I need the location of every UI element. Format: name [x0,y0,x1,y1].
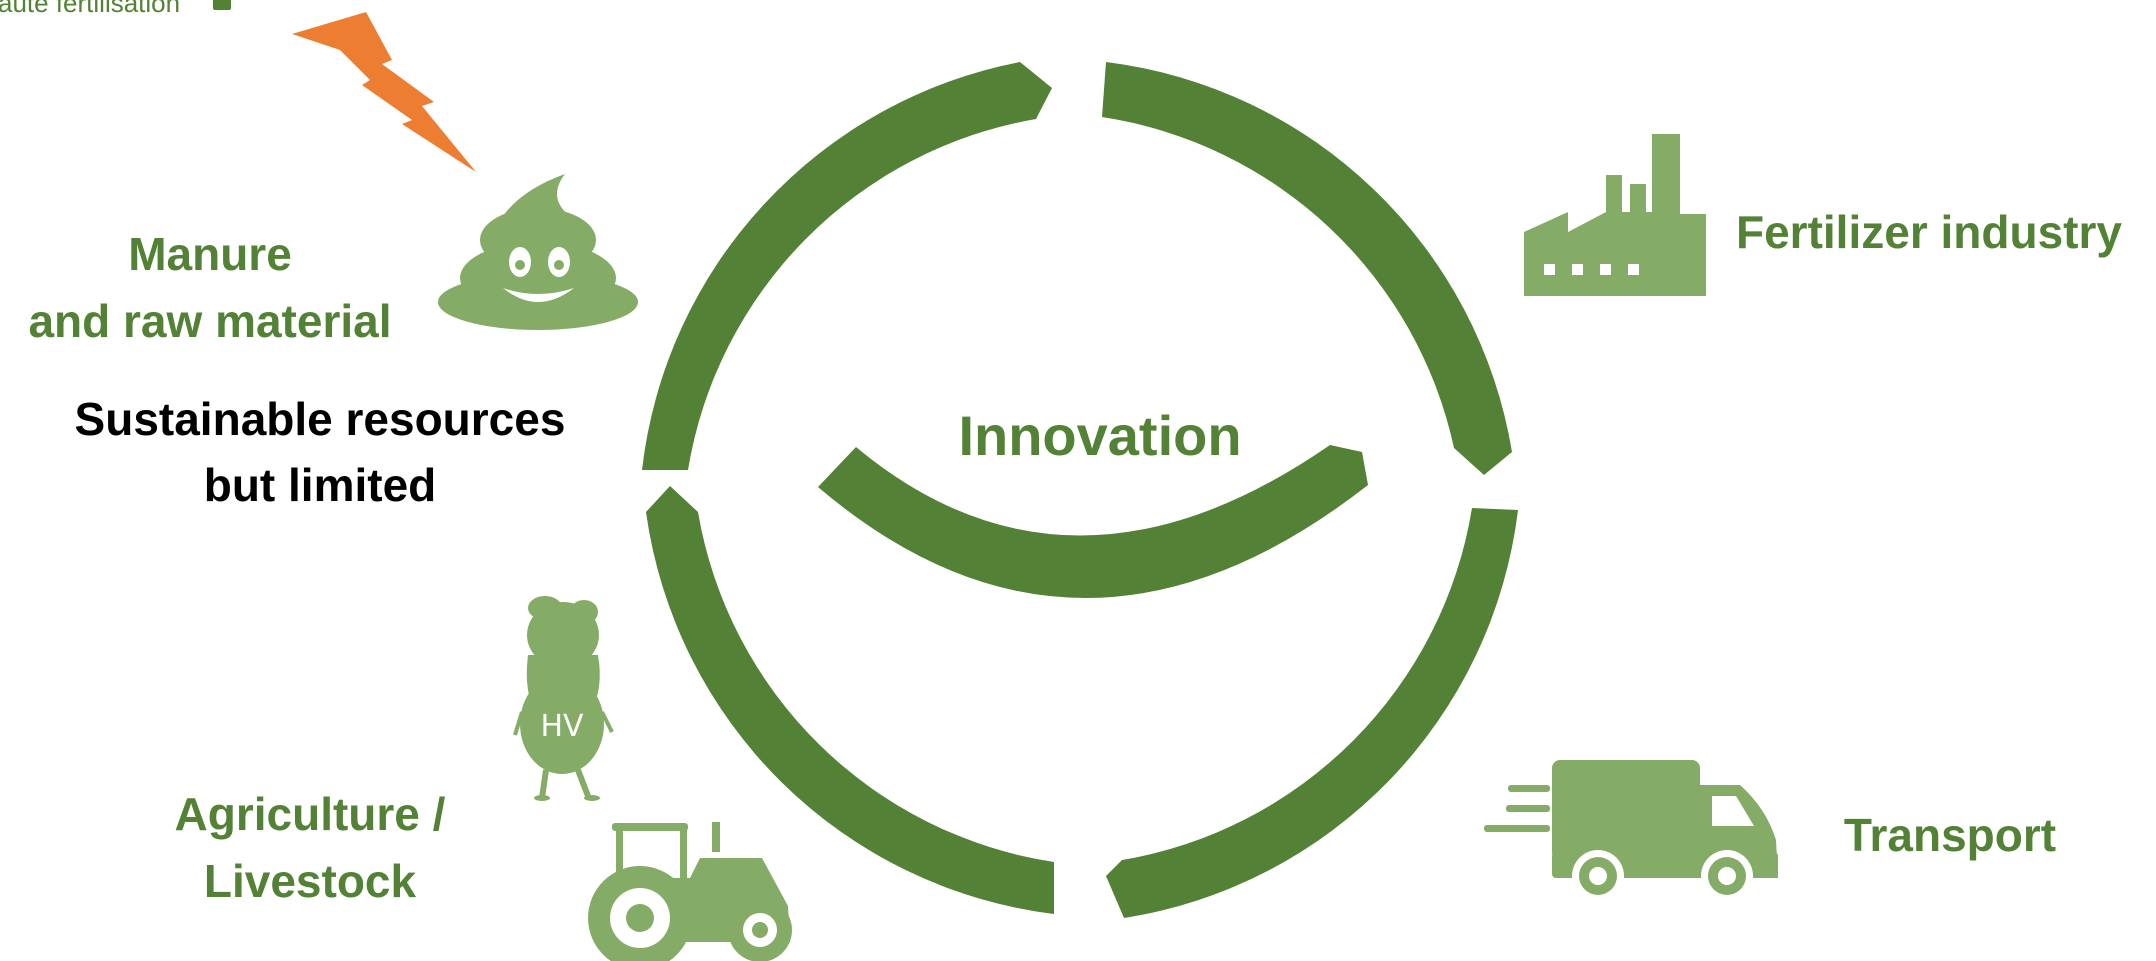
cycle-ring [642,62,1518,918]
manure-icon [438,174,638,330]
person-icon [213,0,231,10]
factory-icon [1524,134,1706,296]
ring-segment-top-left [642,62,1052,470]
ring-segment-bottom-left [646,486,1054,914]
ring-segment-bottom-right [1106,508,1518,918]
sustainable-label-line1: Sustainable resources [74,393,566,445]
innovation-label: Innovation [958,404,1242,467]
agriculture-label-line2: Livestock [203,855,417,907]
manure-label-line1: Manure [128,228,292,280]
tractor-icon [588,822,792,961]
sheep-icon: HV [513,596,614,801]
sustainable-label-line2: but limited [203,459,437,511]
transport-label: Transport [1843,809,2057,861]
truck-icon [1484,760,1778,902]
manure-label-line2: and raw material [28,295,392,347]
ring-segment-top-right [1102,62,1512,475]
innovation-arc [818,445,1368,599]
sheep-badge-text: HV [540,709,584,744]
fertilizer-industry-label: Fertilizer industry [1736,206,2122,258]
agriculture-label-line1: Agriculture / [174,788,446,840]
lightning-bolt-icon [292,12,476,172]
header-partial-text: aute fertilisation [0,0,180,18]
